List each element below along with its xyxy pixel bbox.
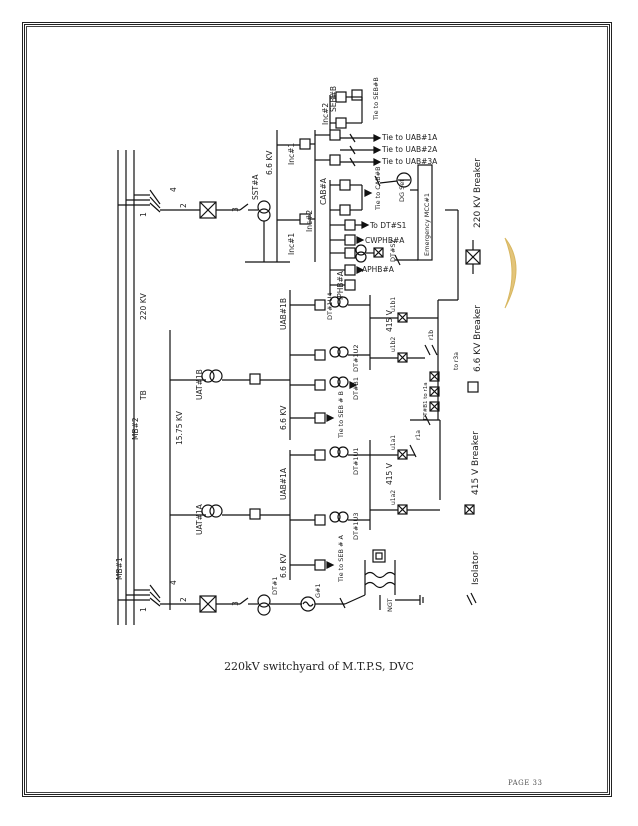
- label-num-2-top: 2: [179, 203, 188, 208]
- label-tb: TB: [139, 390, 148, 401]
- label-tie-cab-b: Tie to CAB#B: [374, 166, 382, 211]
- label-sst-6-6kv: 6.6 KV: [265, 150, 274, 175]
- label-seb-b: SEB#B: [329, 86, 338, 112]
- label-tie-uab-1a: Tie to UAB#1A: [381, 133, 438, 142]
- label-dt-b1-bus: DT#B1 to r1a: [423, 382, 429, 420]
- legend-isolator-label: Isolator: [471, 551, 481, 585]
- page-border-outer: [22, 22, 612, 797]
- page-number: PAGE 33: [508, 779, 543, 787]
- label-6-6kv-a: 6.6 KV: [279, 553, 288, 578]
- label-r1a: r1a: [415, 430, 422, 440]
- label-tie-seb-a: Tie to SEB # A: [337, 534, 345, 583]
- label-num-3-top: 3: [231, 207, 240, 212]
- label-num-1-bot: 1: [139, 607, 148, 612]
- gen-transformer: [257, 594, 271, 608]
- label-u1b1: u1b1: [390, 297, 397, 312]
- label-emergency-mcc: Emergency MCC#1: [423, 193, 431, 256]
- label-dt-1u1: DT#1U1: [352, 448, 360, 475]
- label-ngt: NGT: [386, 598, 394, 612]
- label-uat-1b: UAT#1B: [195, 369, 204, 400]
- sst-transformer-a: [257, 200, 271, 214]
- label-tie-seb-b: Tie to SEB#B: [372, 77, 380, 121]
- label-u1b2: u1b2: [390, 337, 397, 352]
- label-15-75kv: 15.75 KV: [175, 410, 184, 445]
- label-r1b: r1b: [428, 330, 435, 340]
- label-to-r3a: to r3a: [453, 352, 460, 370]
- label-cab-a: CAB#A: [319, 177, 328, 205]
- label-uat-1a: UAT#1A: [195, 503, 204, 535]
- label-6-6kv-b: 6.6 KV: [279, 405, 288, 430]
- legend-415v-breaker-label: 415 V Breaker: [471, 431, 481, 495]
- label-aphb-a: APHB#A: [362, 265, 395, 274]
- emergency-mcc-box: [417, 164, 433, 261]
- label-uab-1a: UAB#1A: [279, 467, 288, 500]
- label-uab-1b: UAB#1B: [279, 298, 288, 330]
- label-iphb-a: IPHB#A: [336, 270, 345, 300]
- label-mb1: MB#1: [115, 557, 124, 580]
- decorative-swoosh: [504, 237, 517, 309]
- label-sst-a: SST#A: [251, 174, 260, 200]
- label-gen: G#1: [314, 583, 322, 598]
- label-dt-1: DT#1: [271, 576, 279, 595]
- dg-set-generator: [396, 172, 412, 188]
- label-sst-inc2b: Inc#2: [305, 210, 314, 232]
- label-mb2: MB#2: [131, 417, 140, 440]
- figure-caption: 220kV switchyard of M.T.P.S, DVC: [224, 660, 414, 673]
- label-tie-seb-b2: Tie to SEB # B: [337, 391, 345, 439]
- label-u1a2: u1a2: [390, 490, 397, 505]
- legend-66kv-breaker-label: 6.6 KV Breaker: [473, 305, 483, 372]
- label-sst-inc1b: Inc#1: [287, 233, 296, 255]
- label-num-2-bot: 2: [179, 597, 188, 602]
- label-num-4-top: 4: [169, 187, 178, 192]
- label-num-1-top: 1: [139, 212, 148, 217]
- legend-220kv-breaker-label: 220 KV Breaker: [473, 158, 483, 228]
- label-dt-b1: DT#B1: [352, 377, 360, 400]
- label-415v-b: 415 V: [385, 309, 394, 332]
- label-to-dt-s1: To DT#S1: [369, 221, 407, 230]
- label-dt-1u2: DT#1U2: [352, 345, 360, 372]
- label-dt-1u3: DT#1U3: [352, 513, 360, 540]
- label-dt-s2: DT#S2: [389, 239, 397, 262]
- label-dg-set: DG Set: [398, 179, 406, 202]
- label-sst-inc2: Inc#2: [321, 103, 330, 125]
- label-415v-a: 415 V: [385, 462, 394, 485]
- label-tie-uab-3a: Tie to UAB#3A: [381, 157, 438, 166]
- label-sst-inc1: Inc#1: [287, 143, 296, 165]
- label-num-4-bot: 4: [169, 580, 178, 585]
- page-border-inner: [26, 26, 608, 793]
- label-dt-1u4: DT#1U4: [326, 293, 334, 320]
- label-220kv: 220 KV: [139, 292, 148, 320]
- label-tie-uab-2a: Tie to UAB#2A: [381, 145, 438, 154]
- uat-1b-transformer: [201, 369, 215, 383]
- uat-1a-transformer: [201, 504, 215, 518]
- label-u1a1: u1a1: [390, 435, 397, 450]
- label-num-3-bot: 3: [231, 601, 240, 606]
- label-cwphb-a: CWPHB#A: [365, 236, 405, 245]
